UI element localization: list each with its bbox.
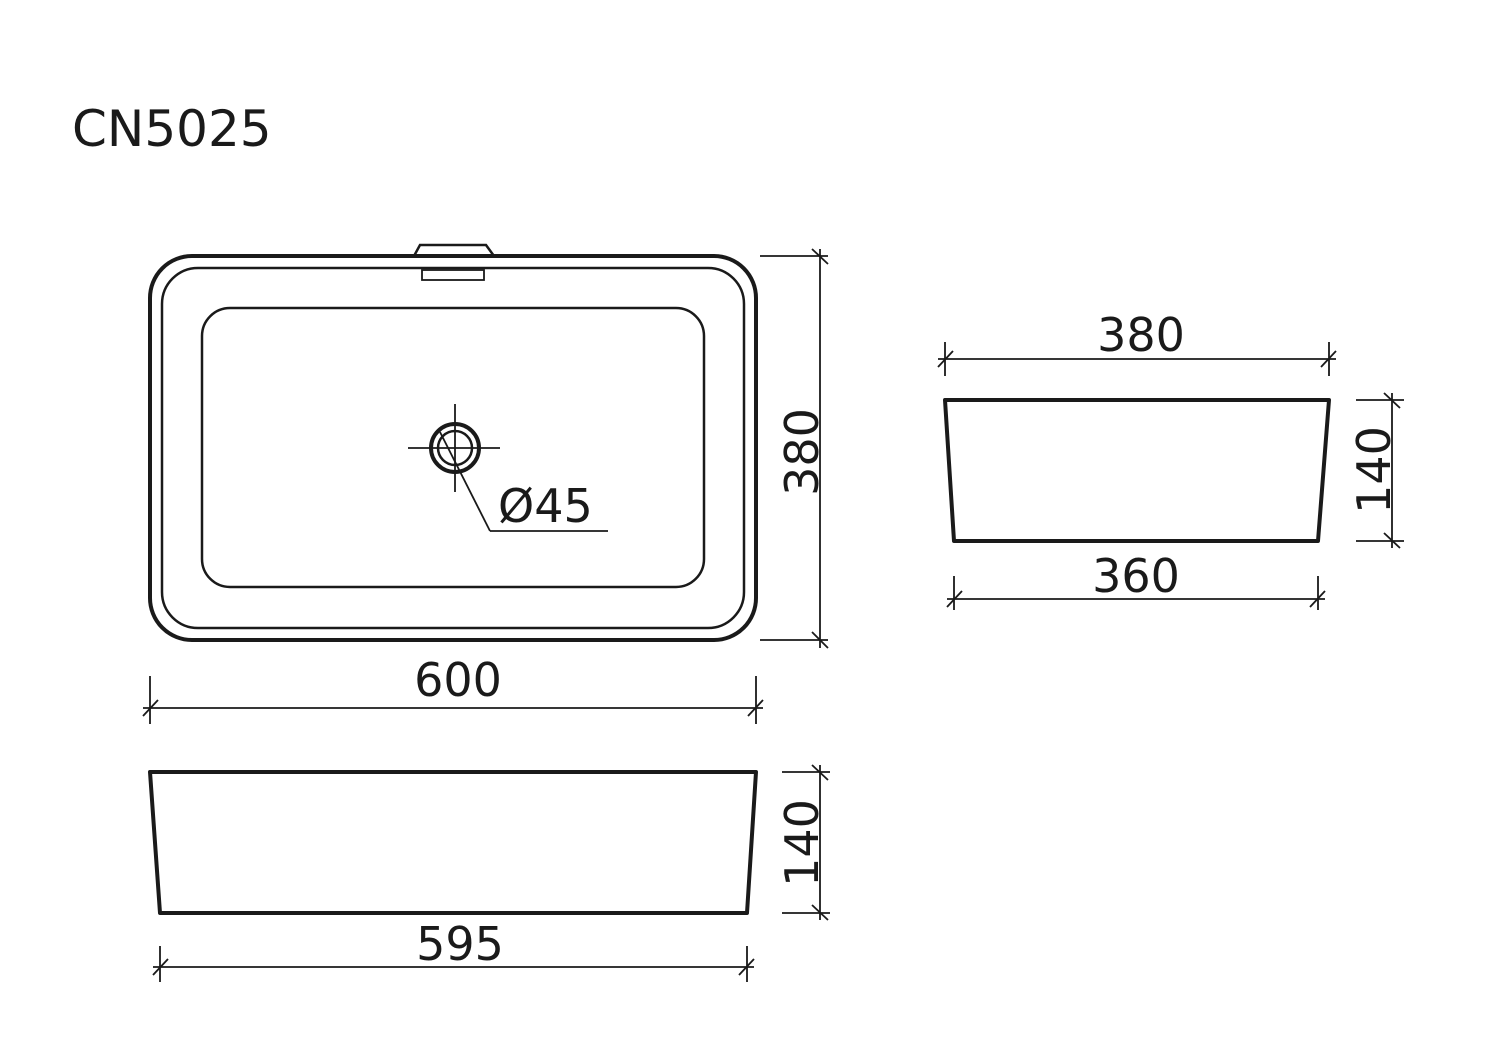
side-view: 380 140 360	[937, 308, 1404, 610]
side-height-label: 140	[1347, 426, 1401, 514]
drain-hole	[408, 404, 608, 532]
width-dimension	[142, 676, 764, 724]
basin-bowl	[200, 306, 706, 589]
overflow-tab	[412, 243, 496, 257]
side-top-width-label: 380	[1097, 308, 1185, 362]
side-height-dimension	[1356, 392, 1404, 549]
basin-outer-rim	[148, 254, 758, 642]
depth-label: 380	[775, 408, 829, 496]
top-view: Ø45 380 600	[142, 243, 829, 724]
front-height-label: 140	[775, 799, 829, 887]
side-top-dimension	[937, 342, 1337, 376]
side-profile	[943, 398, 1331, 543]
front-profile	[148, 770, 758, 915]
model-title: CN5025	[72, 100, 272, 158]
depth-dimension	[760, 248, 829, 649]
side-bottom-dimension	[946, 576, 1326, 610]
side-bottom-width-label: 360	[1092, 549, 1180, 603]
basin-inner-rim	[160, 266, 746, 630]
front-bottom-width-label: 595	[416, 917, 504, 971]
overflow-slot	[421, 269, 485, 281]
width-label: 600	[414, 653, 502, 707]
drain-diameter-label: Ø45	[498, 479, 593, 533]
front-view: 140 595	[148, 764, 830, 982]
front-height-dimension	[782, 764, 830, 921]
front-bottom-dimension	[152, 946, 755, 982]
